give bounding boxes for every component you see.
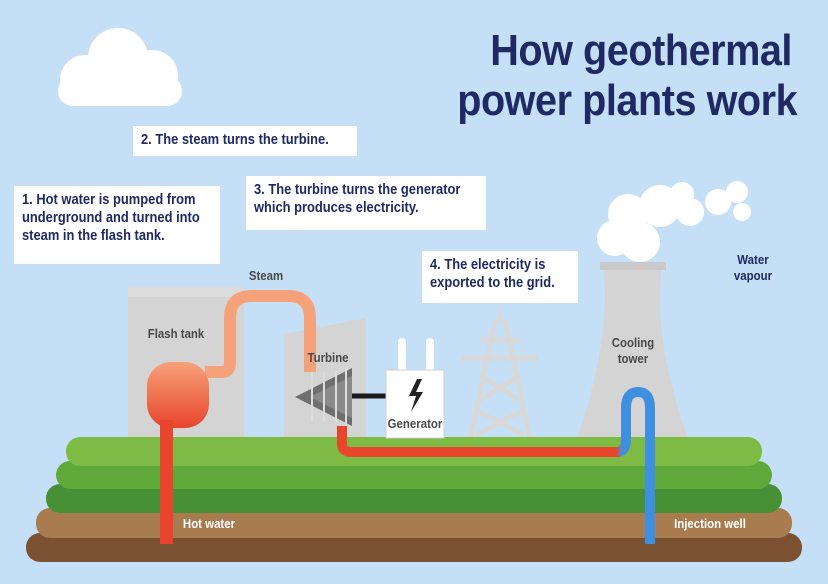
step-3-line-2: which produces electricity. [254, 199, 419, 216]
cooling-tower-rim [600, 262, 666, 270]
water-vapour-label-line-1: Water [737, 252, 769, 267]
return-pipe [337, 426, 620, 457]
generator-label: Generator [387, 416, 443, 431]
flash-tank-label: Flash tank [147, 326, 205, 341]
steam-cloud-icon [597, 181, 751, 262]
cooling-tower-label: Cooling tower [600, 335, 665, 367]
step-1-line-2: underground and turned into [22, 209, 200, 226]
turbine-label: Turbine [307, 350, 349, 365]
page-title: How geothermal power plants work [457, 26, 798, 126]
turbine-blades [295, 368, 352, 426]
water-vapour-label-line-2: vapour [733, 268, 773, 283]
step-4-line-2: exported to the grid. [430, 274, 555, 291]
water-vapour-label: Water vapour [724, 252, 782, 284]
title-line-2: power plants work [457, 76, 798, 125]
cooling-tower-label-line-2: tower [617, 351, 649, 366]
title-line-1: How geothermal [490, 26, 792, 75]
cooling-pipe [615, 386, 655, 544]
cloud-icon [58, 28, 182, 106]
step-1-box: 1. Hot water is pumped from underground … [14, 186, 220, 264]
flash-tank [147, 362, 209, 428]
hot-water-pipe [160, 420, 173, 544]
step-1-line-1: 1. Hot water is pumped from [22, 191, 196, 208]
step-3-line-1: 3. The turbine turns the generator [254, 181, 461, 198]
hot-water-label: Hot water [182, 516, 236, 531]
step-4-box: 4. The electricity is exported to the gr… [422, 251, 578, 303]
steam-pipe [205, 290, 316, 378]
lightning-icon [409, 379, 423, 412]
step-1-line-3: steam in the flash tank. [22, 227, 165, 244]
flash-tank-roof [128, 287, 244, 297]
cooling-tower [575, 265, 690, 444]
step-2-line-1: 2. The steam turns the turbine. [141, 131, 329, 148]
step-4-line-1: 4. The electricity is [430, 256, 546, 273]
injection-well-label: Injection well [674, 516, 746, 531]
transmission-tower-icon [462, 312, 538, 441]
step-2-box: 2. The steam turns the turbine. [133, 126, 357, 156]
ground-layers [26, 437, 802, 562]
cooling-tower-label-line-1: Cooling [611, 335, 655, 350]
steam-label: Steam [248, 268, 284, 283]
step-3-box: 3. The turbine turns the generator which… [246, 176, 486, 230]
